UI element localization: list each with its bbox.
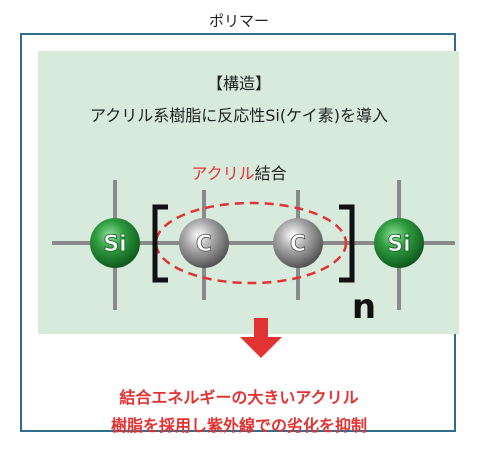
acrylic-bond-label: アクリル結合: [20, 160, 458, 184]
structure-label: 【構造】: [206, 74, 271, 93]
acrylic-label-plain: 結合: [254, 164, 287, 183]
repeat-subscript: n: [352, 287, 376, 327]
diagram-title: ポリマー: [208, 12, 269, 30]
c-atom-2: [273, 218, 323, 268]
structure-description: アクリル系樹脂に反応性Si(ケイ素)を導入: [90, 106, 388, 125]
structure-panel: [38, 51, 459, 334]
si-atom-right-label: Si: [387, 232, 410, 257]
acrylic-bond-highlight: [154, 201, 348, 285]
result-line-2: 樹脂を採用し紫外線での劣化を抑制: [110, 416, 367, 435]
right-bracket: [339, 204, 355, 283]
si-atom-left-label: Si: [103, 232, 126, 257]
result-line-1: 結合エネルギーの大きいアクリル: [119, 388, 359, 407]
c-atom-1: [179, 218, 229, 268]
acrylic-label-colored: アクリル: [191, 164, 255, 183]
down-arrow: [240, 318, 282, 358]
c-atom-1-label: C: [196, 232, 212, 257]
si-atom-left: [90, 218, 140, 268]
left-bracket: [152, 204, 168, 283]
si-atom-right: [374, 218, 424, 268]
c-atom-2-label: C: [290, 232, 306, 257]
